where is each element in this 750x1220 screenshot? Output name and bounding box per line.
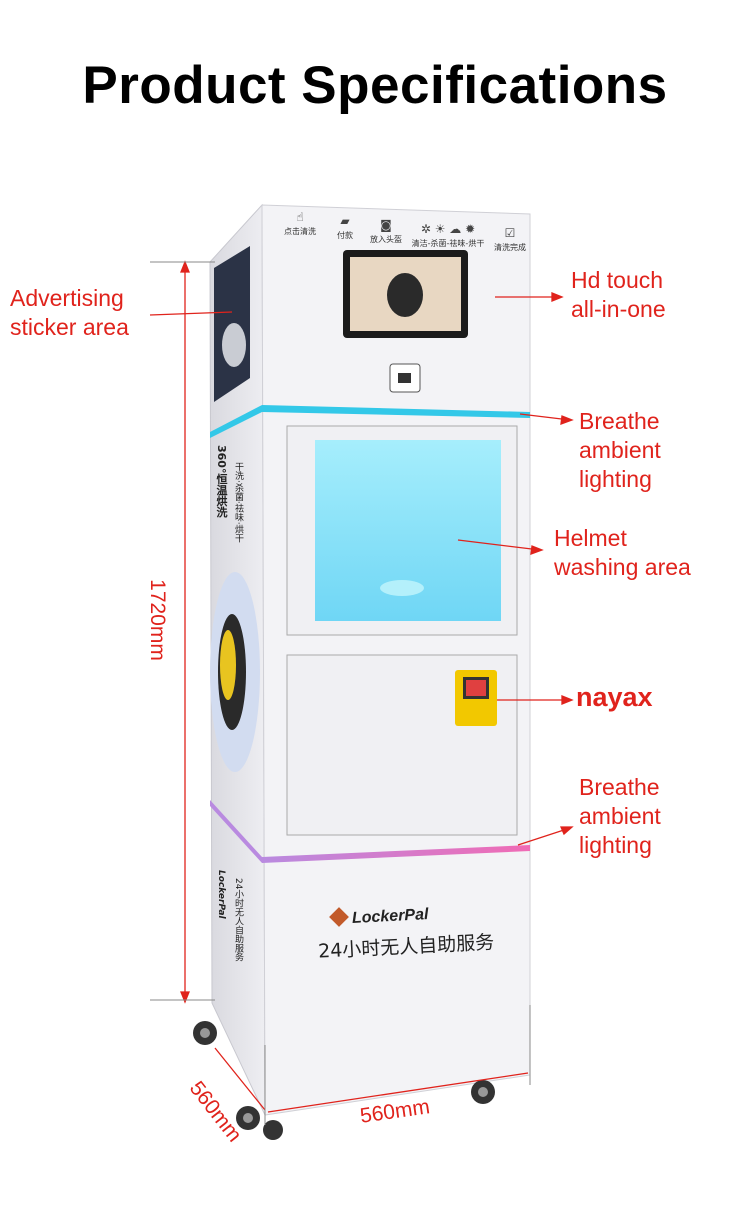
extension-lines <box>150 261 531 1125</box>
touch-icon: ☝ <box>296 210 304 224</box>
side-subtext: 干洗·杀菌·祛味·烘干 <box>233 462 243 543</box>
wallet-icon: ▰ <box>340 214 350 228</box>
step-done: ☑清洗完成 <box>480 226 540 253</box>
step-pay: ▰付款 <box>315 214 375 241</box>
side-slogan: 24小时无人自助服务 <box>233 878 243 962</box>
side-headline: 360°恒温烘洗 <box>215 445 228 518</box>
step-touch: ☝点击清洗 <box>270 210 330 237</box>
wheels <box>193 1021 495 1140</box>
brand-logo <box>329 907 349 927</box>
height-dimension: 1720mm <box>145 579 169 661</box>
dimension-lines <box>180 260 529 1113</box>
step-process: ✲ ☀ ☁ ✹清洁-杀菌-祛味-烘干 <box>408 222 488 249</box>
helmet-icon: ◙ <box>380 218 392 232</box>
page-title: Product Specifications <box>82 56 668 115</box>
top-ambient-light <box>262 405 530 418</box>
process-icons: ✲ ☀ ☁ ✹ <box>420 222 476 236</box>
annotation-nayax: nayax <box>576 682 653 712</box>
step-insert: ◙放入头盔 <box>356 218 416 245</box>
check-icon: ☑ <box>504 226 516 240</box>
annotation-arrows <box>149 292 574 846</box>
side-brand: LockerPal <box>216 870 226 919</box>
bottom-ambient-light <box>262 845 530 863</box>
